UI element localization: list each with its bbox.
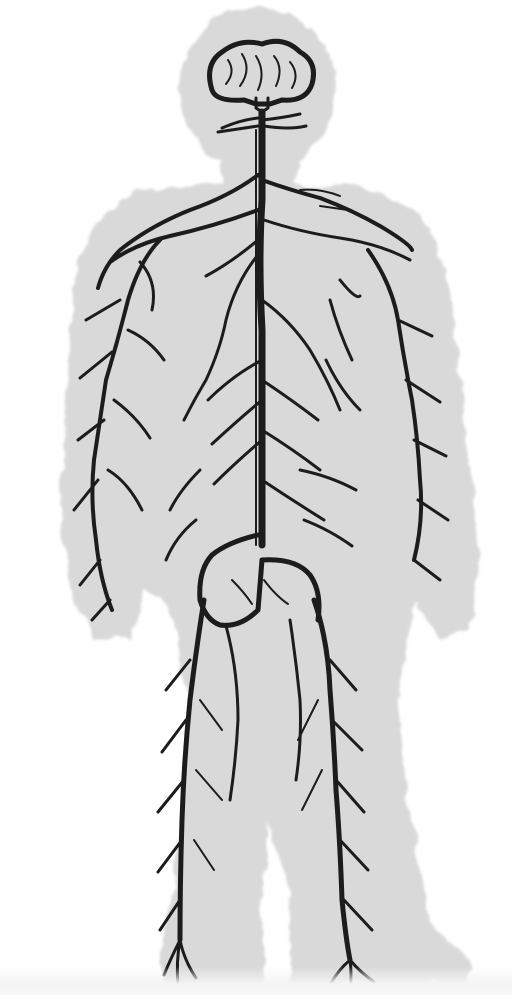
body-silhouette xyxy=(61,8,480,985)
bottom-band xyxy=(0,967,512,995)
